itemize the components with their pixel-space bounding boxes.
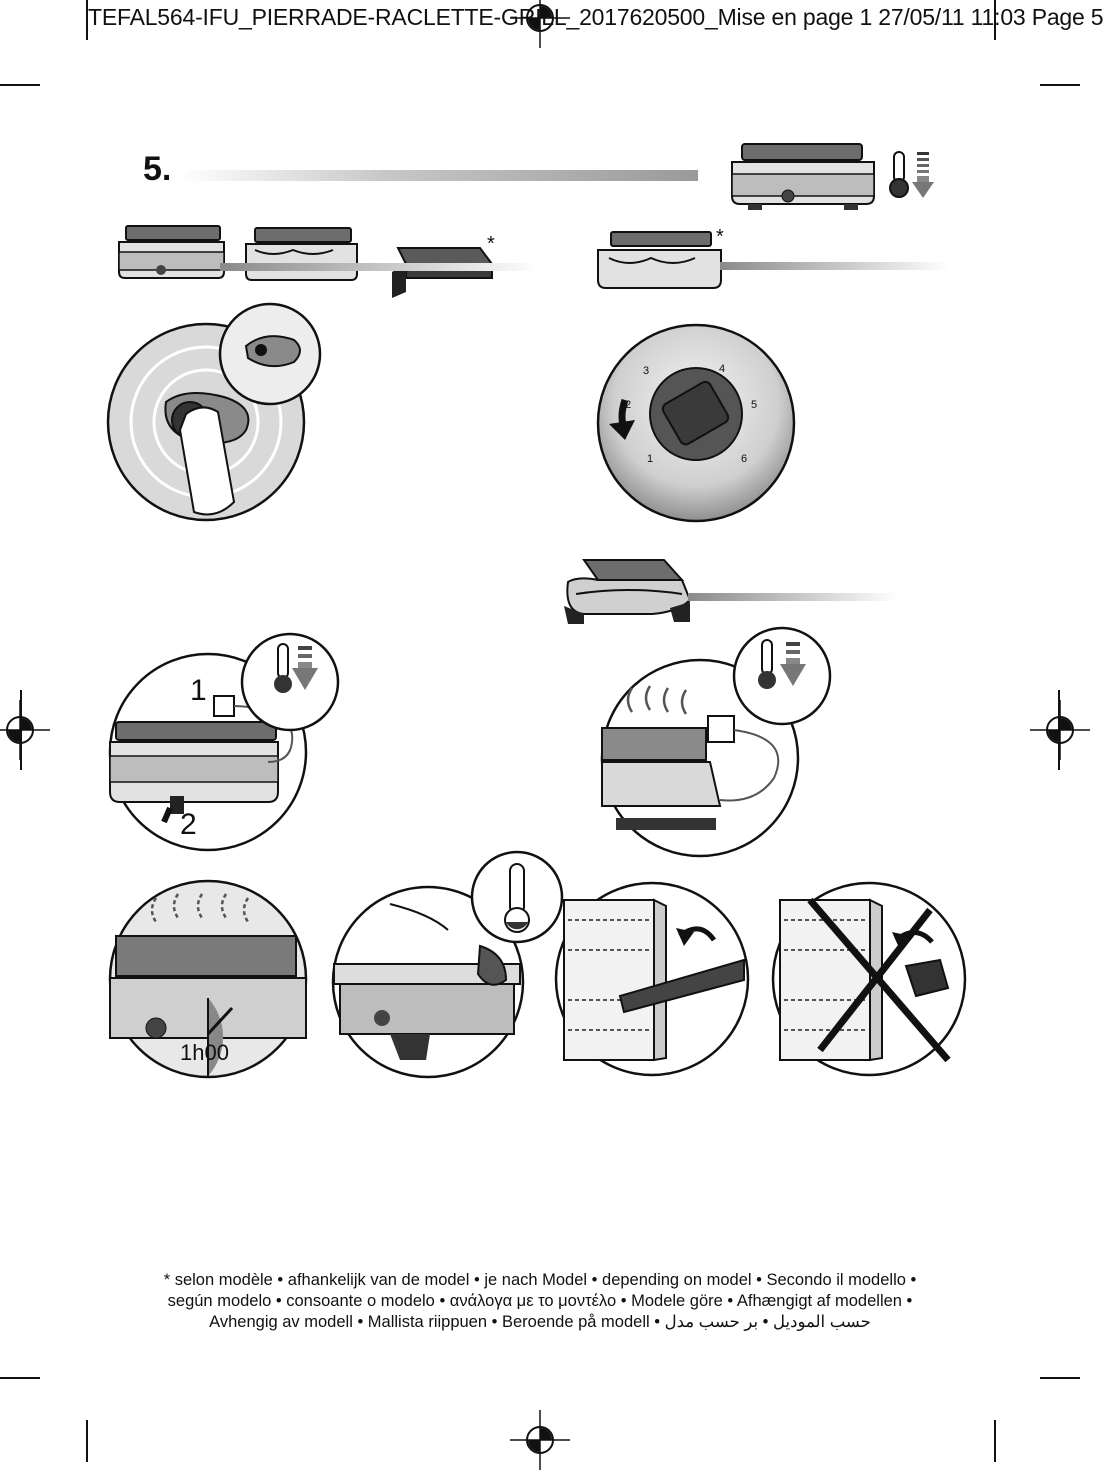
file-header: TEFAL564-IFU_PIERRADE-RACLETTE-GRILL_201… [88,4,1103,30]
dishwasher-plate-illustration [554,881,750,1077]
crop-mark-top-right-v [994,0,996,40]
dishwasher-no-plug-illustration [771,881,967,1077]
dial-number-3: 3 [643,365,649,377]
dial-number-5: 5 [751,399,757,411]
crop-mark-top-left-v [86,0,88,40]
dial-number-4: 4 [719,363,725,375]
crop-mark-top-right-h [1040,84,1080,86]
models-fade-bar-right [720,262,950,270]
section-number: 5. [143,150,172,188]
model-raclette-1 [118,225,225,279]
footnote-line-1: * selon modèle • afhankelijk van de mode… [163,1271,917,1289]
unplug-grill-illustration [600,626,832,858]
registration-mark-bottom [510,1410,570,1470]
thermometer-cooling-icon [889,151,934,198]
crop-mark-bottom-left-v [86,1420,88,1462]
model-grill-large [564,559,692,624]
thermostat-dial-illustration: 3 4 2 5 1 6 [596,323,796,523]
crop-mark-bottom-left-h [0,1377,40,1379]
footnote-line-3: Avhengig av modell • Mallista riippuen •… [209,1313,871,1331]
registration-mark-top [510,0,570,48]
power-button-press-illustration [106,302,322,522]
footnote: * selon modèle • afhankelijk van de mode… [60,1270,1020,1333]
model-raclette-2 [245,227,358,281]
step-two-label: 2 [180,808,197,841]
dial-number-2: 2 [625,399,631,411]
grill-appliance-cooling [731,143,875,210]
section-bar [180,170,698,181]
grill-fade-bar [688,593,898,601]
dial-number-1: 1 [647,453,653,465]
model-grill-flat [392,247,494,298]
model-raclette-3 [597,231,722,289]
crop-mark-top-left-h [0,84,40,86]
registration-mark-left [0,700,50,760]
dial-number-6: 6 [741,453,747,465]
cooling-wait-illustration [108,879,308,1079]
registration-mark-right [1030,700,1090,760]
asterisk-note-1: * [487,233,495,255]
crop-mark-bottom-right-v [994,1420,996,1462]
timer-label: 1h00 [180,1040,229,1065]
asterisk-note-2: * [716,226,724,248]
footnote-line-2: según modelo • consoante o modelo • ανάλ… [167,1292,913,1310]
unplug-raclette-illustration [108,632,340,852]
cleaning-cloth-illustration [331,885,525,1079]
step-one-label: 1 [190,674,207,707]
crop-mark-bottom-right-h [1040,1377,1080,1379]
models-fade-bar-left [220,263,540,271]
thermometer-cold-icon [470,850,564,944]
